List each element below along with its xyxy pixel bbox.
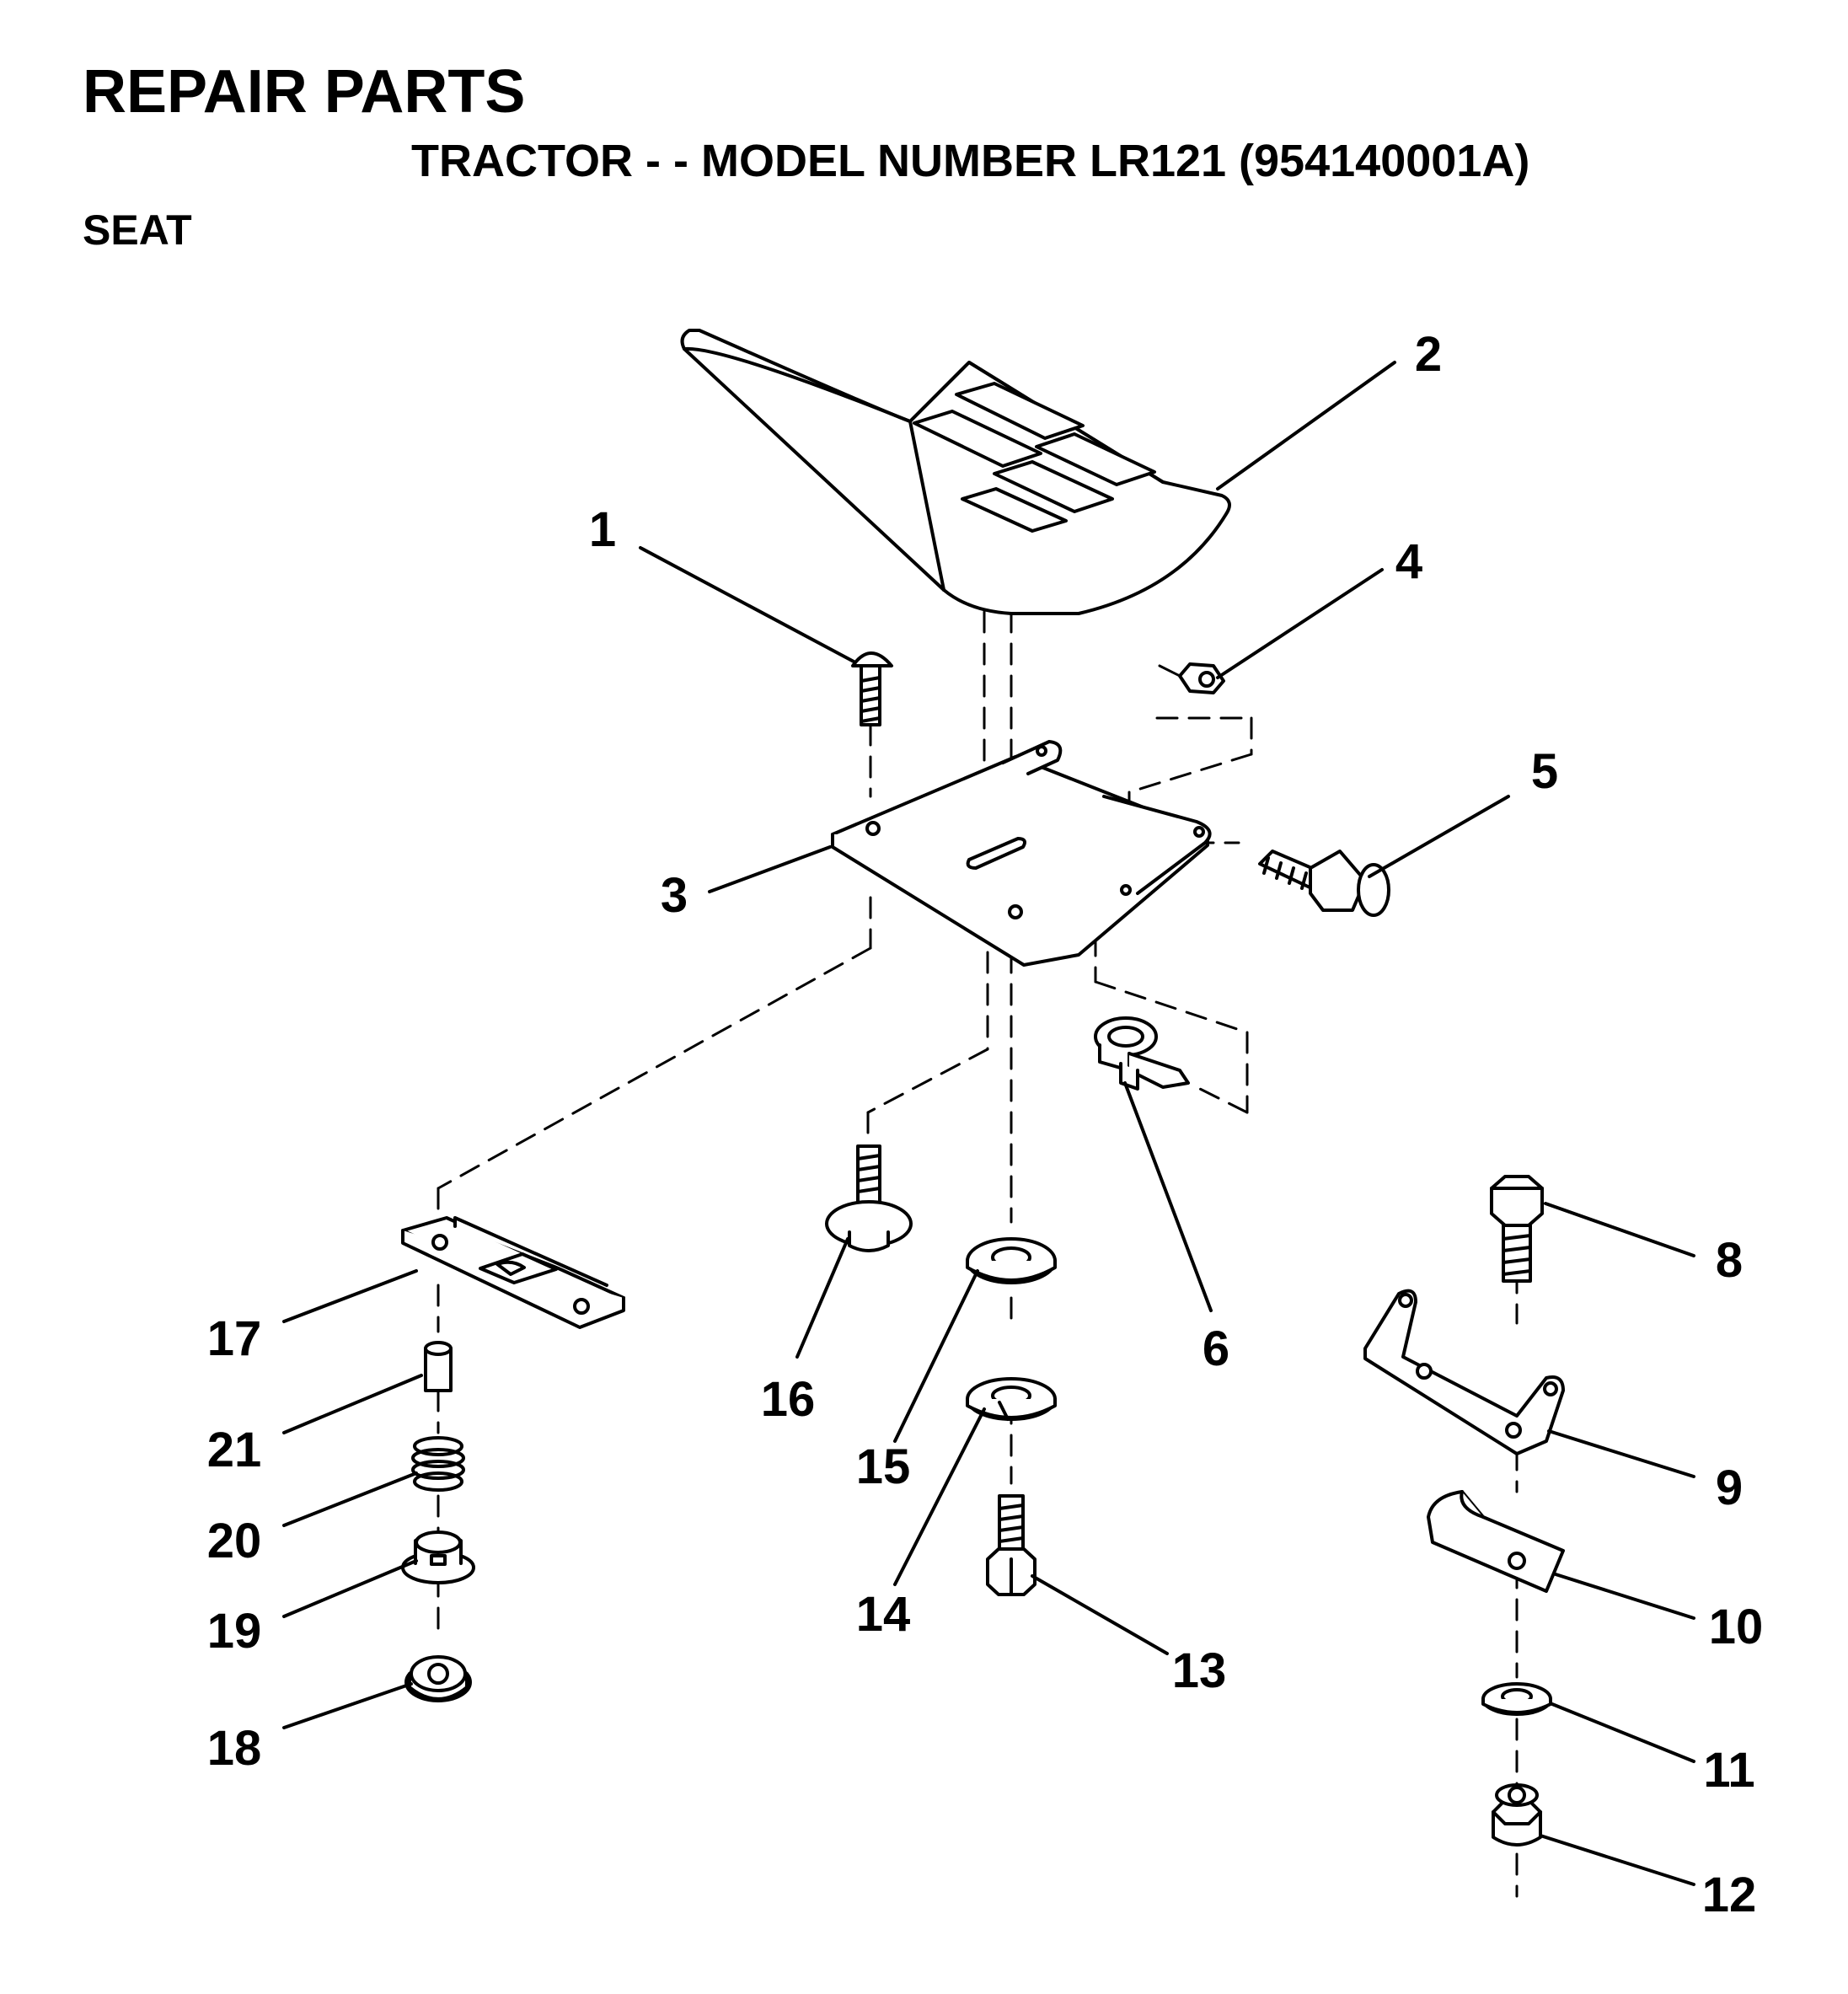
flat-washer	[966, 1237, 1057, 1284]
callout-4: 4	[1395, 534, 1422, 589]
washer	[1481, 1682, 1552, 1716]
pin	[424, 1341, 453, 1392]
seat-pads	[913, 382, 1156, 533]
carriage-bolt	[851, 651, 893, 726]
section-title: SEAT	[83, 206, 192, 254]
page-title: REPAIR PARTS	[83, 58, 526, 126]
callout-19: 19	[207, 1604, 262, 1659]
callout-1: 1	[589, 502, 616, 557]
switch-clip	[1094, 1016, 1190, 1091]
seat-pan	[831, 740, 1212, 967]
callout-9: 9	[1716, 1461, 1743, 1515]
hex-nut	[1158, 662, 1225, 694]
callout-16: 16	[761, 1372, 816, 1427]
callout-13: 13	[1172, 1643, 1227, 1698]
callout-11: 11	[1703, 1743, 1754, 1798]
callout-15: 15	[856, 1439, 911, 1494]
callout-17: 17	[207, 1311, 262, 1366]
callout-14: 14	[856, 1587, 911, 1642]
spring	[411, 1436, 465, 1492]
leader-lines	[282, 361, 1695, 1886]
clip	[1427, 1490, 1565, 1593]
spring-cap	[401, 1530, 475, 1584]
model-subtitle: TRACTOR - - MODEL NUMBER LR121 (95414000…	[411, 136, 1530, 186]
shoulder-bolt	[1258, 850, 1390, 917]
lock-washer	[966, 1377, 1057, 1421]
callout-21: 21	[207, 1423, 262, 1477]
flange-nut	[404, 1655, 472, 1702]
callout-20: 20	[207, 1514, 262, 1568]
callout-5: 5	[1531, 744, 1558, 799]
hex-bolt-13	[986, 1494, 1036, 1596]
slide-plate	[401, 1216, 625, 1329]
callout-10: 10	[1709, 1600, 1764, 1654]
callout-18: 18	[207, 1721, 262, 1776]
lock-nut	[1492, 1783, 1542, 1847]
callout-8: 8	[1716, 1233, 1743, 1288]
callouts: 1 2 3 4 5 6 8 9 10 11 12 13 14 15 16 17 …	[207, 327, 1764, 1922]
bracket	[1363, 1289, 1565, 1455]
callout-2: 2	[1415, 327, 1442, 382]
flange-screw	[825, 1144, 913, 1252]
callout-3: 3	[661, 868, 688, 923]
hex-bolt-8	[1490, 1175, 1544, 1283]
callout-12: 12	[1702, 1868, 1757, 1922]
seat	[680, 329, 1231, 615]
callout-6: 6	[1203, 1321, 1229, 1376]
